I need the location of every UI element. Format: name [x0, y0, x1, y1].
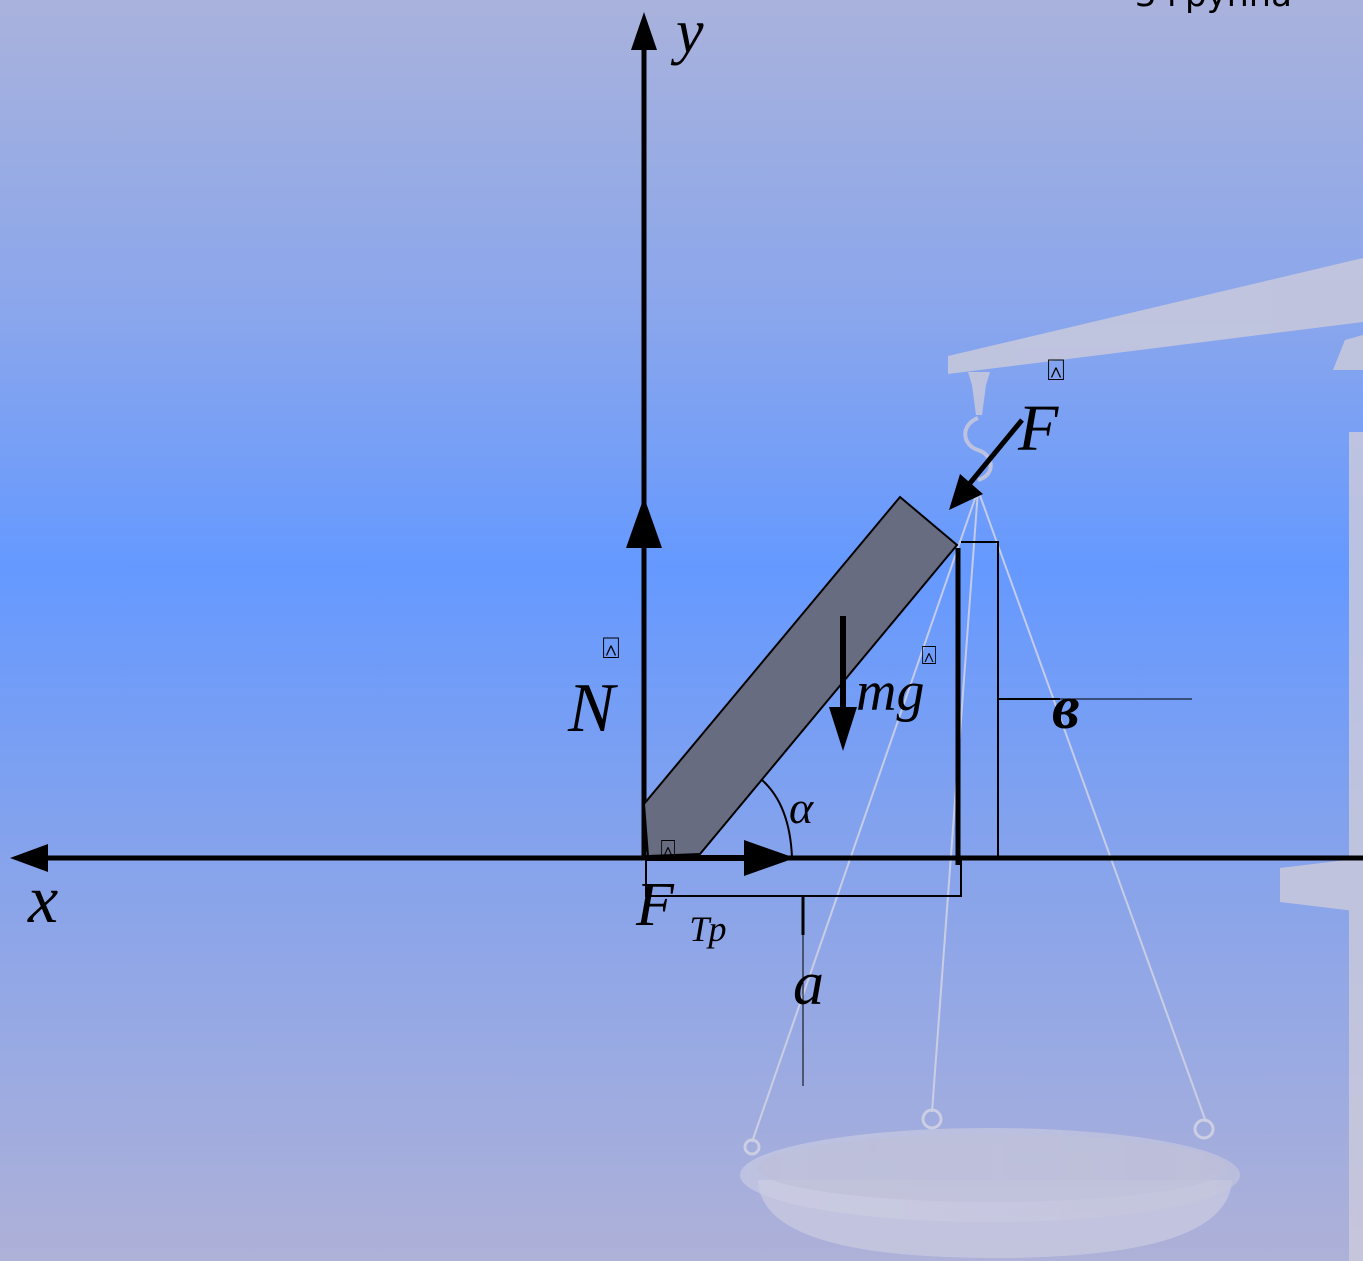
normal-vector-mark: ⍓	[602, 631, 620, 666]
applied-force-shaft	[964, 418, 1024, 490]
applied-vector-mark: ⍓	[1047, 353, 1065, 388]
scale-post	[1349, 432, 1363, 1261]
normal-force-arrowhead	[626, 497, 662, 548]
inclined-rod	[642, 495, 959, 858]
gravity-vector-mark: ⍓	[921, 641, 937, 671]
applied-force-label: F	[1017, 392, 1059, 465]
scale-hook	[963, 416, 993, 482]
x-axis-label: x	[27, 861, 58, 937]
applied-force-arrowhead	[949, 474, 983, 510]
gravity-force-vector: ⍓ mg	[829, 616, 937, 751]
bracket-vertical	[961, 541, 999, 858]
gravity-arrowhead	[829, 707, 857, 751]
scale-pan-inner	[757, 1134, 1227, 1202]
bracket-horizontal	[645, 858, 962, 897]
x-axis-arrowhead	[10, 844, 48, 872]
horizontal-dimension-label: a	[793, 950, 824, 1018]
pan-chain-right	[977, 489, 1207, 1123]
friction-arrowhead	[744, 840, 795, 876]
applied-force-vector: ⍓ F	[949, 353, 1065, 510]
scale-hanger	[968, 372, 990, 415]
friction-force-vector: ⍓ F Тр	[635, 835, 795, 949]
y-axis-label: y	[670, 0, 704, 66]
group-label: 3 группа	[1135, 0, 1292, 15]
angle-arc	[761, 779, 793, 859]
y-axis-arrowhead	[631, 12, 657, 50]
balance-scale-illustration	[740, 258, 1363, 1261]
pan-ring-middle	[921, 1108, 943, 1130]
angle-label: α	[789, 782, 814, 833]
gravity-label: mg	[856, 661, 924, 723]
normal-force-label: N	[567, 670, 618, 747]
normal-force-vector: ⍓ N	[567, 497, 662, 747]
dimension-lines: a в	[645, 541, 1192, 1086]
friction-label-main: F	[635, 871, 675, 939]
vertical-dimension-label: в	[1052, 674, 1080, 742]
pan-ring-right	[1193, 1118, 1215, 1140]
friction-label-subscript: Тр	[689, 909, 726, 949]
friction-vector-mark: ⍓	[660, 835, 676, 865]
pan-ring-left	[743, 1138, 761, 1156]
pan-chain-middle	[931, 489, 979, 1113]
scale-post-top	[1333, 335, 1363, 370]
scale-beam	[948, 258, 1363, 374]
scale-base-plate	[1280, 858, 1363, 912]
pan-chain-left	[751, 489, 979, 1143]
friction-label: F Тр	[635, 871, 727, 949]
